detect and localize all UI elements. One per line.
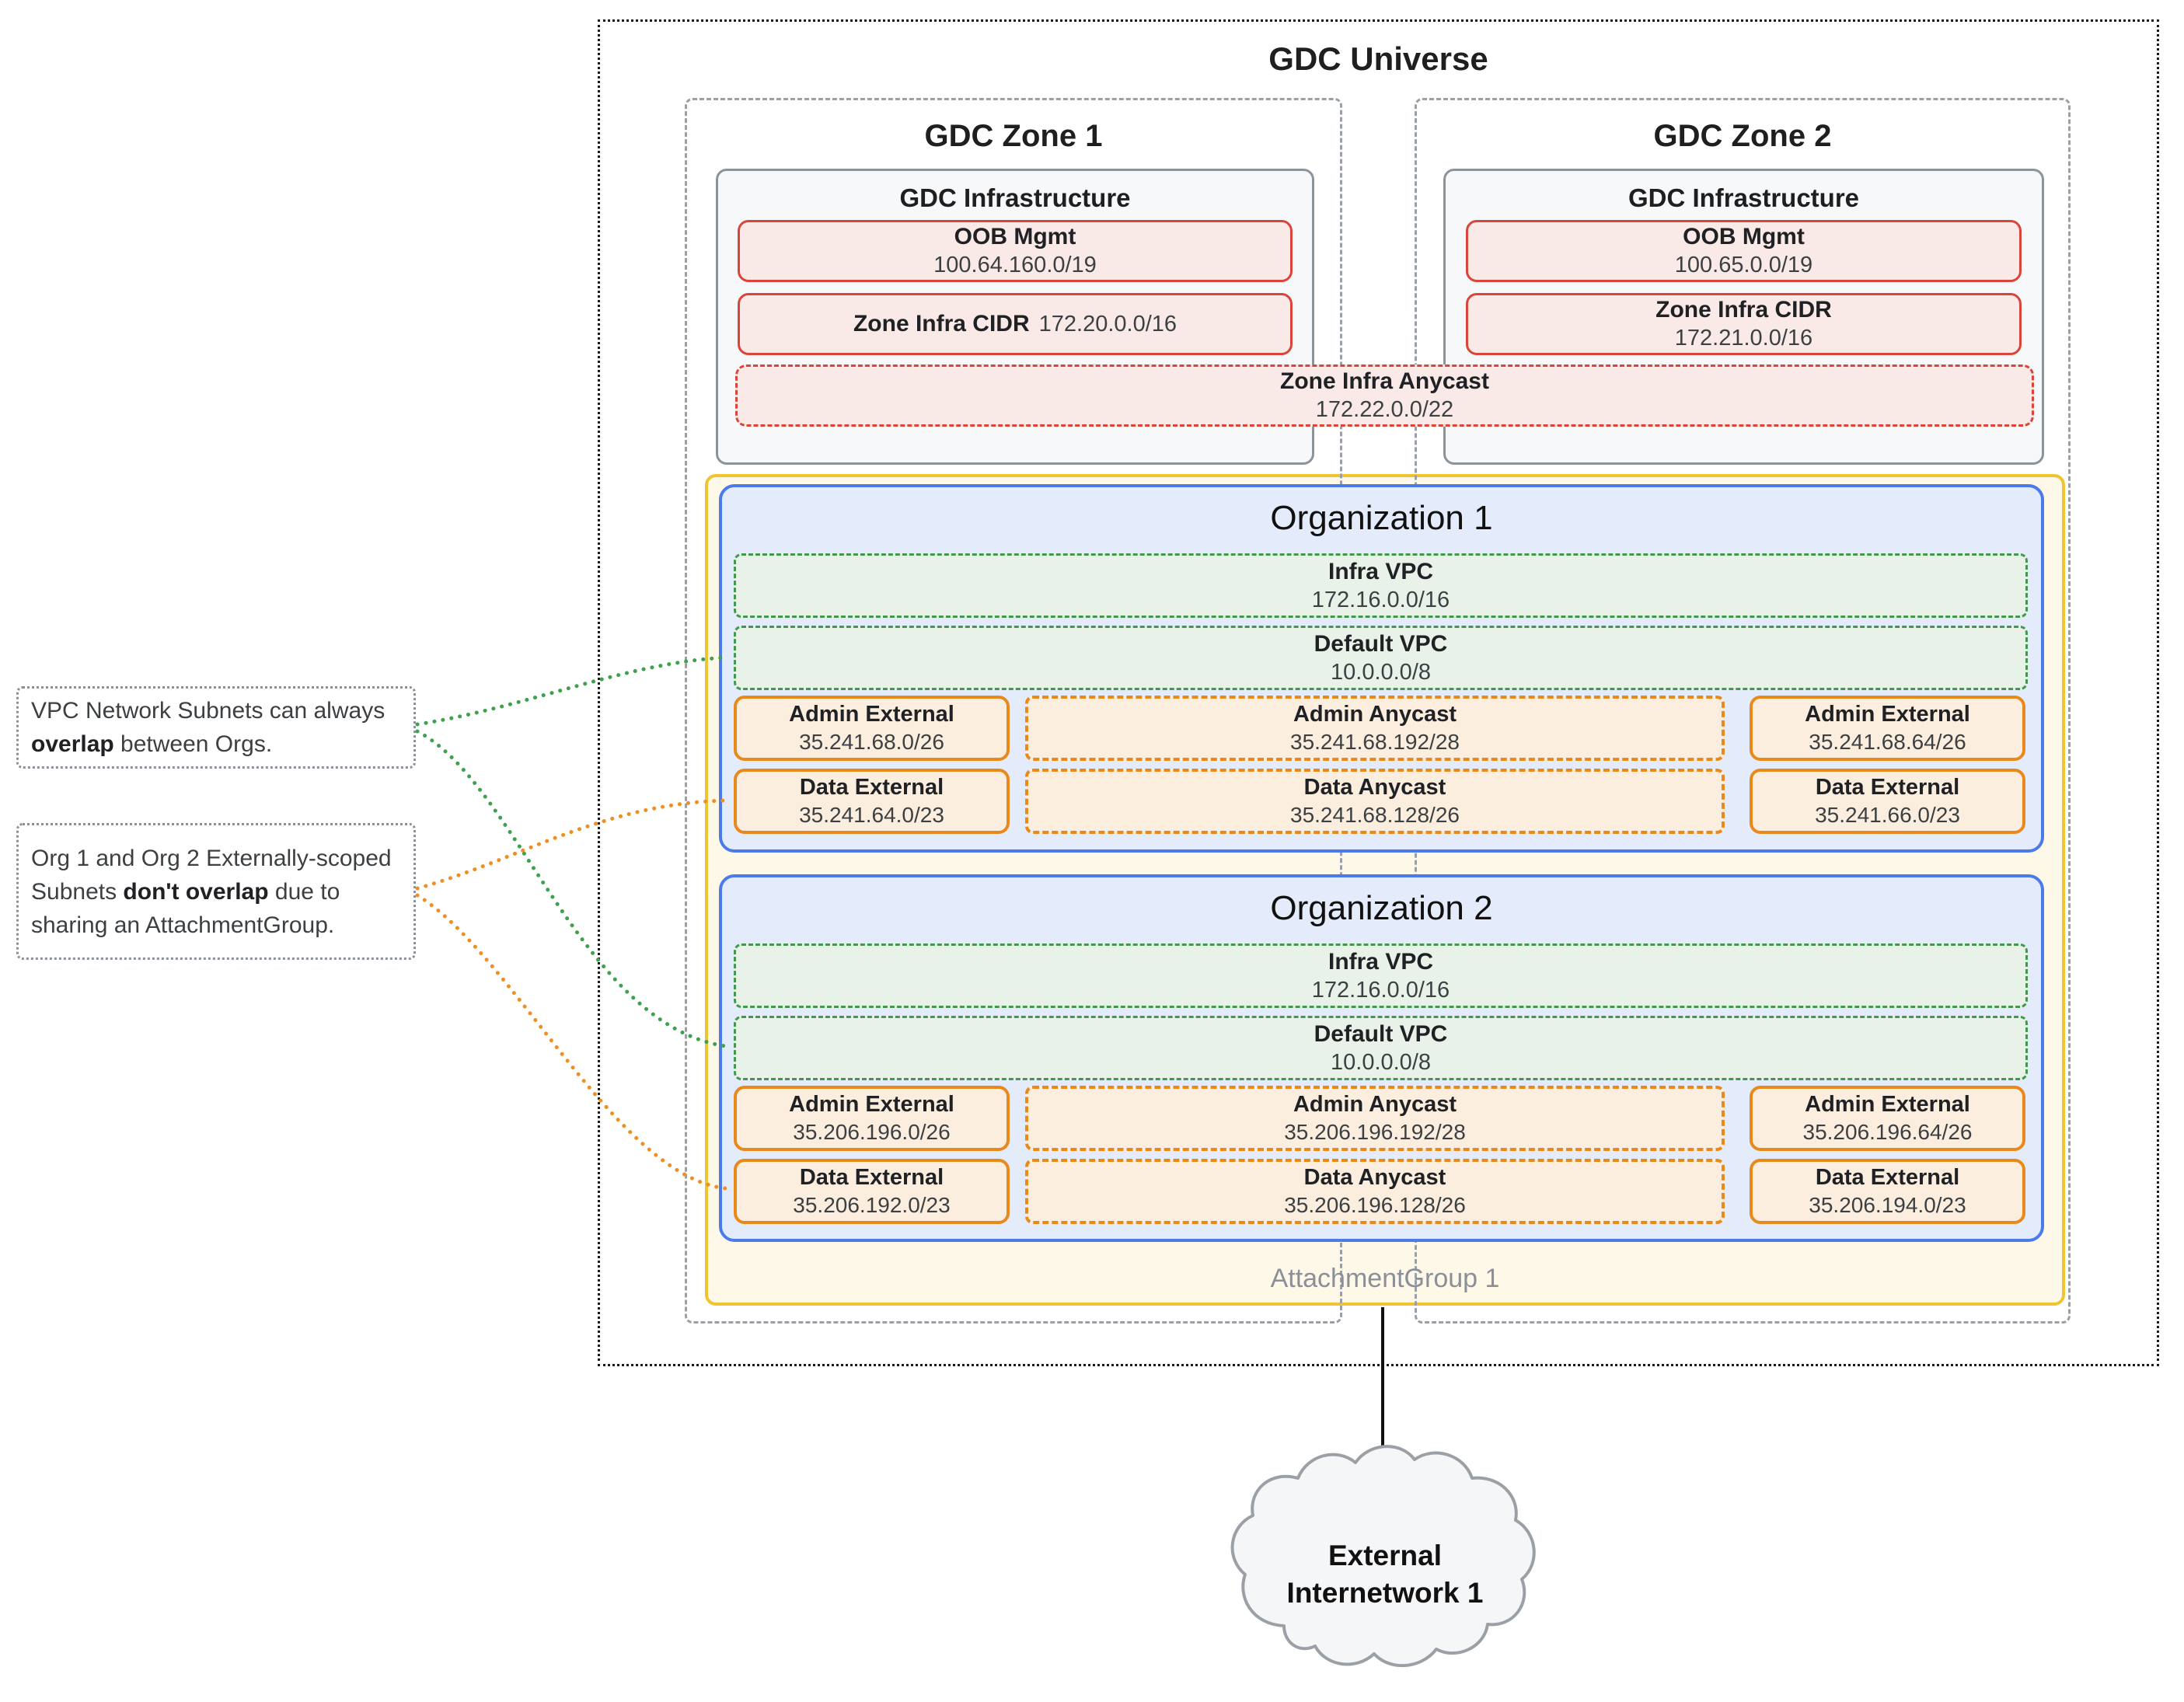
- annotation-overlap-note: VPC Network Subnets can always overlap b…: [16, 686, 416, 769]
- default-vpc-cidr: 10.0.0.0/8: [1331, 1049, 1431, 1075]
- zone-infra-anycast-cidr: 172.22.0.0/22: [1315, 397, 1454, 422]
- gdc-zone-2-title: GDC Zone 2: [1653, 119, 1832, 153]
- org2-admin-external-right-box: Admin External 35.206.196.64/26: [1750, 1086, 2025, 1151]
- default-vpc-label: Default VPC: [1314, 630, 1448, 657]
- zone-infra-cidr-value: 172.20.0.0/16: [1038, 312, 1177, 337]
- annotation-line: sharing an AttachmentGroup.: [31, 912, 335, 938]
- admin-anycast-label: Admin Anycast: [1293, 1092, 1457, 1117]
- zone-infra-anycast-label: Zone Infra Anycast: [1280, 368, 1489, 394]
- organization-1-title: Organization 1: [1270, 499, 1493, 537]
- data-external-label: Data External: [799, 1165, 944, 1190]
- data-external-label: Data External: [799, 775, 944, 800]
- data-anycast-cidr: 35.206.196.128/26: [1284, 1193, 1466, 1217]
- admin-external-label: Admin External: [1805, 1092, 1970, 1117]
- org1-admin-external-right-box: Admin External 35.241.68.64/26: [1750, 696, 2025, 761]
- org2-data-anycast-box: Data Anycast 35.206.196.128/26: [1025, 1159, 1725, 1224]
- annotation-line: overlap between Orgs.: [31, 731, 273, 757]
- data-anycast-cidr: 35.241.68.128/26: [1290, 803, 1460, 827]
- oob-mgmt-label: OOB Mgmt: [954, 224, 1076, 249]
- external-internetwork-line2: Internetwork 1: [1286, 1577, 1484, 1609]
- external-internetwork-label: External Internetwork 1: [1268, 1537, 1502, 1612]
- org2-infra-vpc-box: Infra VPC 172.16.0.0/16: [734, 943, 2028, 1008]
- data-anycast-label: Data Anycast: [1303, 1165, 1446, 1190]
- annotation-line: Subnets don't overlap due to: [31, 878, 340, 905]
- org2-admin-anycast-box: Admin Anycast 35.206.196.192/28: [1025, 1086, 1725, 1151]
- zone-2-oob-mgmt-box: OOB Mgmt 100.65.0.0/19: [1466, 220, 2022, 282]
- oob-mgmt-cidr: 100.65.0.0/19: [1674, 253, 1813, 277]
- org1-data-external-right-box: Data External 35.241.66.0/23: [1750, 769, 2025, 834]
- zone-1-infra-cidr-box: Zone Infra CIDR 172.20.0.0/16: [738, 293, 1293, 355]
- data-external-cidr: 35.206.192.0/23: [793, 1193, 951, 1217]
- data-external-label: Data External: [1815, 775, 1960, 800]
- zone-infra-cidr-label: Zone Infra CIDR: [1655, 297, 1832, 323]
- oob-mgmt-label: OOB Mgmt: [1683, 224, 1805, 249]
- admin-anycast-label: Admin Anycast: [1293, 702, 1457, 727]
- zone-1-oob-mgmt-box: OOB Mgmt 100.64.160.0/19: [738, 220, 1293, 282]
- zone-infra-cidr-value: 172.21.0.0/16: [1674, 326, 1813, 351]
- organization-2-title: Organization 2: [1270, 889, 1493, 927]
- org1-data-anycast-box: Data Anycast 35.241.68.128/26: [1025, 769, 1725, 834]
- admin-external-label: Admin External: [789, 702, 954, 727]
- attachment-group-label: AttachmentGroup 1: [1270, 1264, 1500, 1293]
- admin-anycast-cidr: 35.241.68.192/28: [1290, 730, 1460, 754]
- default-vpc-cidr: 10.0.0.0/8: [1331, 659, 1431, 685]
- admin-external-label: Admin External: [789, 1092, 954, 1117]
- org1-infra-vpc-box: Infra VPC 172.16.0.0/16: [734, 553, 2028, 618]
- data-external-cidr: 35.241.66.0/23: [1815, 803, 1960, 827]
- org1-admin-external-left-box: Admin External 35.241.68.0/26: [734, 696, 1010, 761]
- org1-admin-anycast-box: Admin Anycast 35.241.68.192/28: [1025, 696, 1725, 761]
- infra-vpc-cidr: 172.16.0.0/16: [1311, 977, 1450, 1003]
- default-vpc-label: Default VPC: [1314, 1020, 1448, 1047]
- org2-data-external-right-box: Data External 35.206.194.0/23: [1750, 1159, 2025, 1224]
- admin-external-cidr: 35.206.196.0/26: [793, 1120, 951, 1144]
- oob-mgmt-cidr: 100.64.160.0/19: [933, 253, 1097, 277]
- admin-external-label: Admin External: [1805, 702, 1970, 727]
- zone-2-infra-cidr-box: Zone Infra CIDR 172.21.0.0/16: [1466, 293, 2022, 355]
- external-internetwork-line1: External: [1327, 1540, 1442, 1571]
- data-external-label: Data External: [1815, 1165, 1960, 1190]
- data-external-cidr: 35.206.194.0/23: [1809, 1193, 1966, 1217]
- admin-external-cidr: 35.241.68.64/26: [1809, 730, 1966, 754]
- data-anycast-label: Data Anycast: [1303, 775, 1446, 800]
- zone-infra-cidr-label: Zone Infra CIDR: [853, 311, 1030, 337]
- zone-1-infrastructure-title: GDC Infrastructure: [899, 183, 1131, 212]
- annotation-line: Org 1 and Org 2 Externally-scoped: [31, 845, 392, 871]
- data-external-cidr: 35.241.64.0/23: [799, 803, 944, 827]
- gdc-universe-title: GDC Universe: [1268, 40, 1488, 77]
- annotation-line: VPC Network Subnets can always: [31, 698, 386, 724]
- gdc-zone-1-title: GDC Zone 1: [924, 119, 1103, 153]
- org2-default-vpc-box: Default VPC 10.0.0.0/8: [734, 1016, 2028, 1080]
- infra-vpc-cidr: 172.16.0.0/16: [1311, 587, 1450, 612]
- admin-anycast-cidr: 35.206.196.192/28: [1284, 1120, 1466, 1144]
- infra-vpc-label: Infra VPC: [1327, 948, 1434, 975]
- org1-data-external-left-box: Data External 35.241.64.0/23: [734, 769, 1010, 834]
- annotation-no-overlap-note: Org 1 and Org 2 Externally-scoped Subnet…: [16, 823, 416, 960]
- organization-2-box: Organization 2 Infra VPC 172.16.0.0/16 D…: [719, 874, 2044, 1242]
- org2-data-external-left-box: Data External 35.206.192.0/23: [734, 1159, 1010, 1224]
- org2-admin-external-left-box: Admin External 35.206.196.0/26: [734, 1086, 1010, 1151]
- org1-default-vpc-box: Default VPC 10.0.0.0/8: [734, 626, 2028, 690]
- organization-1-box: Organization 1 Infra VPC 172.16.0.0/16 D…: [719, 484, 2044, 853]
- zone-2-infrastructure-title: GDC Infrastructure: [1628, 183, 1860, 212]
- admin-external-cidr: 35.241.68.0/26: [799, 730, 944, 754]
- infra-vpc-label: Infra VPC: [1327, 558, 1434, 584]
- admin-external-cidr: 35.206.196.64/26: [1802, 1120, 1973, 1144]
- zone-infra-anycast-box: Zone Infra Anycast 172.22.0.0/22: [735, 364, 2034, 427]
